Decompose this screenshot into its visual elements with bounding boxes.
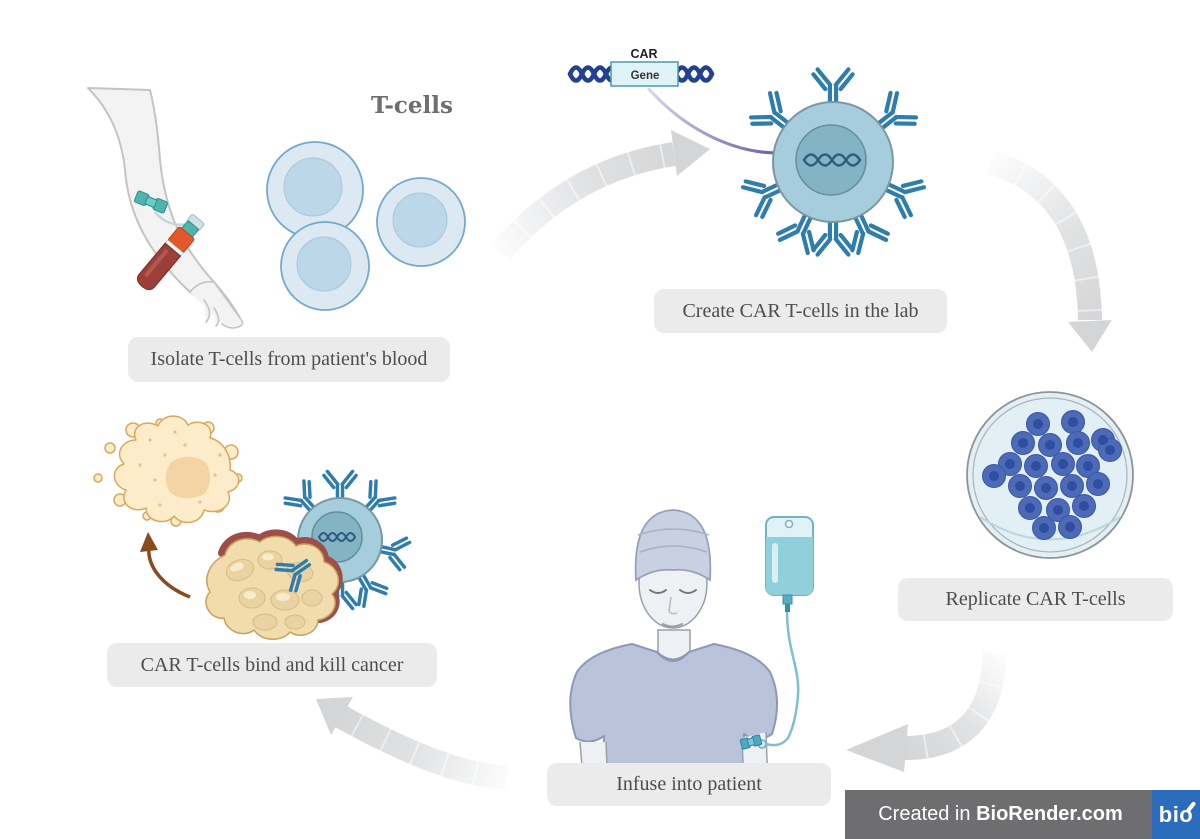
watermark-bar[interactable]: Created in BioRender.com bio <box>845 790 1200 839</box>
biorender-credit[interactable]: Created in BioRender.com <box>845 803 1152 826</box>
gene-box <box>610 61 679 87</box>
kill-arrow <box>140 532 191 599</box>
patient-shirt <box>569 643 779 791</box>
arrow-isolate-to-create <box>490 130 710 262</box>
tumor-rim <box>218 529 343 623</box>
dna-helix-icon <box>802 153 862 167</box>
arrow-replicate-to-infuse <box>846 651 1008 772</box>
credit-prefix: Created in <box>878 803 977 825</box>
t-cells-group <box>266 141 466 311</box>
t-cell-icon <box>376 177 466 267</box>
step-label-isolate: Isolate T-cells from patient's blood <box>128 337 450 382</box>
car-gene-construct: CAR Gene <box>567 47 715 87</box>
iv-tube <box>765 611 800 747</box>
t-cells-title: T-cells <box>371 92 453 119</box>
car-label: CAR <box>630 47 657 61</box>
bio-logo-text: bio <box>1158 801 1194 827</box>
tumor-illustration <box>205 529 343 640</box>
arm-blood-draw-illustration <box>87 87 244 329</box>
patient-illustration <box>569 509 814 791</box>
beanie-cap-icon <box>634 509 712 582</box>
dna-helix-icon <box>318 532 356 542</box>
t-cell-icon <box>266 141 364 239</box>
gene-box-label: Gene <box>631 70 660 82</box>
arrow-create-to-replicate <box>986 149 1112 352</box>
biorender-link[interactable]: BioRender.com <box>976 803 1123 825</box>
replicated-cells <box>982 410 1122 540</box>
step-label-infuse: Infuse into patient <box>547 763 831 806</box>
iv-needle-icon <box>739 734 763 750</box>
blood-collection-tube-icon <box>136 214 205 291</box>
step-label-replicate: Replicate CAR T-cells <box>898 578 1173 621</box>
t-cell-icon <box>280 221 370 311</box>
petri-dish-illustration <box>966 391 1134 559</box>
iv-bag-icon <box>757 516 814 749</box>
step-label-create: Create CAR T-cells in the lab <box>654 289 947 333</box>
dna-helix-icon <box>567 65 715 83</box>
step-label-kill: CAR T-cells bind and kill cancer <box>107 643 437 687</box>
dying-cancer-cell-illustration <box>93 415 243 527</box>
biorender-logo-icon[interactable]: bio <box>1152 790 1200 839</box>
car-t-cell-illustration <box>741 69 925 254</box>
arrow-infuse-to-kill <box>316 697 509 791</box>
butterfly-needle-icon <box>134 190 168 214</box>
